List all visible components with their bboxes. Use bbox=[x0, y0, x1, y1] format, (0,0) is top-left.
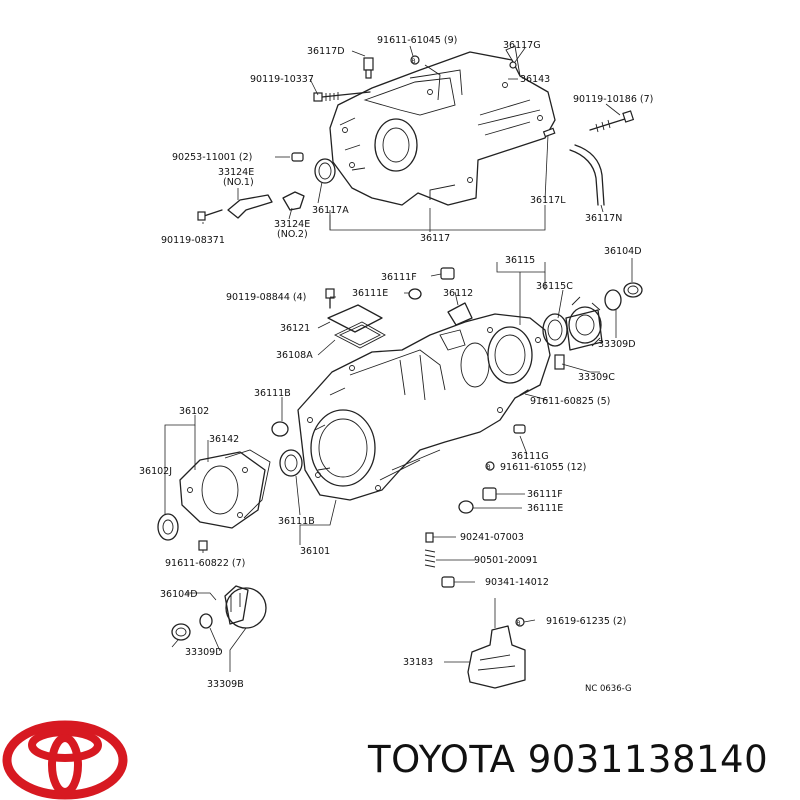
label-36117: 36117 bbox=[420, 233, 450, 244]
label-36111F-bot: 36111F bbox=[527, 489, 563, 500]
label-36111B-top: 36111B bbox=[254, 388, 291, 399]
label-36108A: 36108A bbox=[276, 350, 313, 361]
label-90119-10337: 90119-10337 bbox=[250, 74, 314, 85]
label-36111E-bot: 36111E bbox=[527, 503, 563, 514]
label-36111E-top: 36111E bbox=[352, 288, 388, 299]
svg-text:B: B bbox=[412, 58, 416, 65]
label-36143: 36143 bbox=[520, 74, 550, 85]
svg-text:B: B bbox=[487, 464, 491, 471]
label-91611-61055: 91611-61055 (12) bbox=[500, 462, 586, 473]
label-33309B: 33309B bbox=[207, 679, 244, 690]
label-36121: 36121 bbox=[280, 323, 310, 334]
label-36117D: 36117D bbox=[307, 46, 345, 57]
label-90119-08371: 90119-08371 bbox=[161, 235, 225, 246]
label-36115C: 36115C bbox=[536, 281, 573, 292]
label-36102J: 36102J bbox=[139, 466, 172, 477]
label-36117G: 36117G bbox=[503, 40, 541, 51]
label-36115: 36115 bbox=[505, 255, 535, 266]
label-36117A: 36117A bbox=[312, 205, 349, 216]
part-labels: 36117D 91611-61045 (9) 36117G 90119-1033… bbox=[139, 35, 653, 694]
label-33309D-bot: 33309D bbox=[185, 647, 223, 658]
label-36111B-bot: 36111B bbox=[278, 516, 315, 527]
diagram-code: NC 0636-G bbox=[585, 684, 632, 694]
lower-leader-lines bbox=[164, 258, 633, 672]
label-33309D-top: 33309D bbox=[598, 339, 636, 350]
label-36117L: 36117L bbox=[530, 195, 566, 206]
transfer-case-drawing: B bbox=[157, 267, 643, 689]
label-90341-14012: 90341-14012 bbox=[485, 577, 549, 588]
brand-and-part-number: TOYOTA 9031138140 bbox=[368, 738, 769, 781]
label-91611-61045: 91611-61045 (9) bbox=[377, 35, 457, 46]
label-91611-60825: 91611-60825 (5) bbox=[530, 396, 610, 407]
label-33124E-no1: 33124E bbox=[218, 167, 254, 178]
label-36111F-top: 36111F bbox=[381, 272, 417, 283]
label-90501-20091: 90501-20091 bbox=[474, 555, 538, 566]
label-no2: (NO.2) bbox=[277, 229, 308, 240]
label-91611-60822: 91611-60822 (7) bbox=[165, 558, 245, 569]
label-36104D-top: 36104D bbox=[604, 246, 642, 257]
bolt-badges: B bbox=[485, 461, 495, 471]
label-90119-10186: 90119-10186 (7) bbox=[573, 94, 653, 105]
label-no1: (NO.1) bbox=[223, 177, 254, 188]
label-36102: 36102 bbox=[179, 406, 209, 417]
upper-leader-lines bbox=[202, 45, 621, 232]
label-36142: 36142 bbox=[209, 434, 239, 445]
label-36112: 36112 bbox=[443, 288, 473, 299]
extension-housing-drawing: B bbox=[197, 45, 635, 221]
label-33309C: 33309C bbox=[578, 372, 615, 383]
label-90253-11001: 90253-11001 (2) bbox=[172, 152, 252, 163]
label-91619-61235: 91619-61235 (2) bbox=[546, 616, 626, 627]
label-90119-08844: 90119-08844 (4) bbox=[226, 292, 306, 303]
svg-text:B: B bbox=[517, 620, 521, 627]
label-90241-07003: 90241-07003 bbox=[460, 532, 524, 543]
label-36101: 36101 bbox=[300, 546, 330, 557]
label-36117N: 36117N bbox=[585, 213, 622, 224]
label-36111G: 36111G bbox=[511, 451, 549, 462]
label-33183: 33183 bbox=[403, 657, 433, 668]
toyota-logo bbox=[2, 720, 128, 800]
label-36104D-bot: 36104D bbox=[160, 589, 198, 600]
label-33124E-no2: 33124E bbox=[274, 219, 310, 230]
